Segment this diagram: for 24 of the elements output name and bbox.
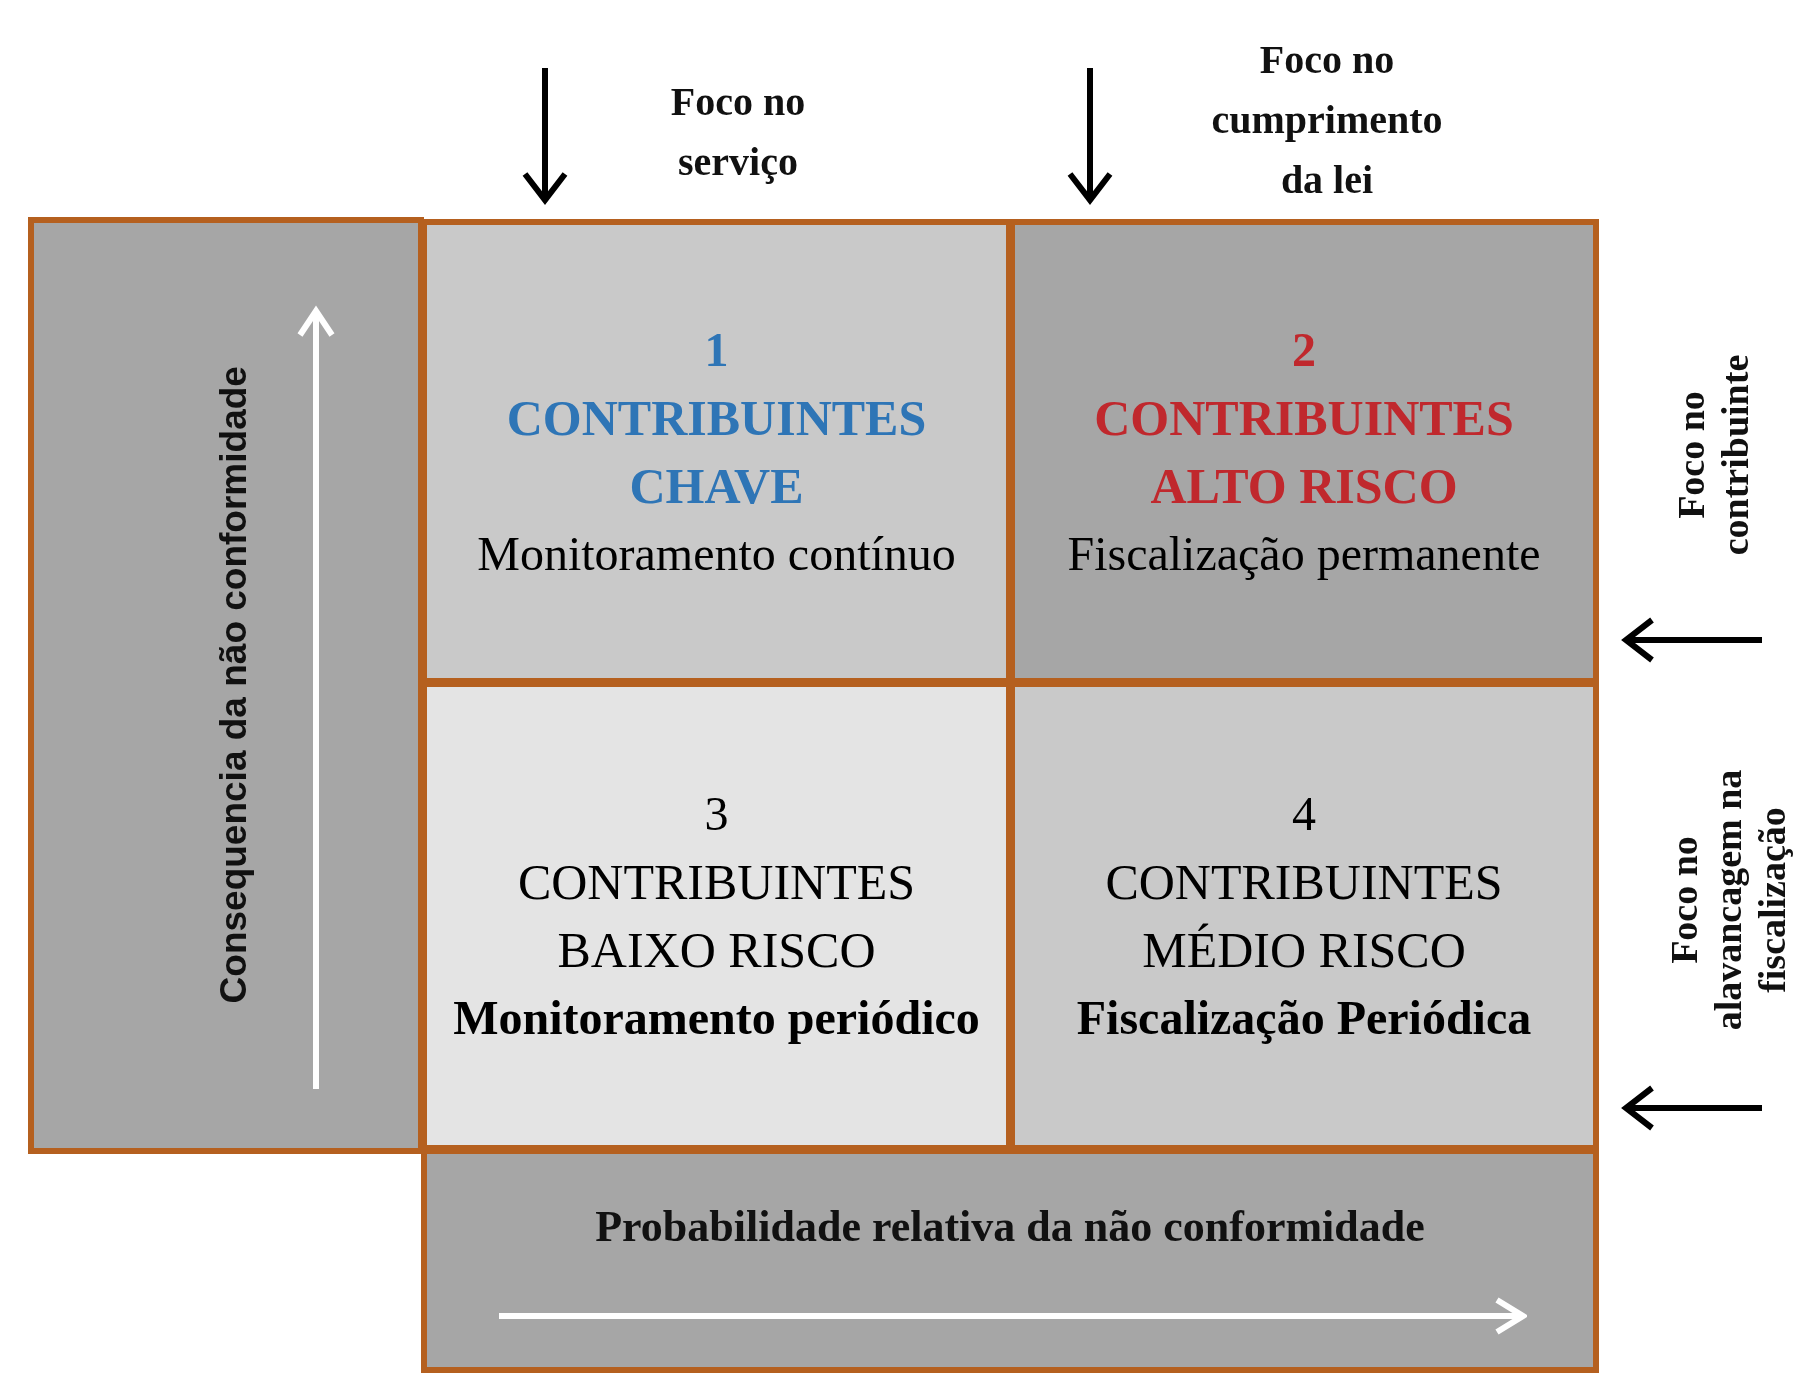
quadrant-title: CONTRIBUINTES CHAVE xyxy=(505,388,928,516)
axis-title: Consequencia da não conformidade xyxy=(212,366,256,1004)
focus-label: Foco no alavancagem na fiscalização xyxy=(1662,768,1794,1033)
quadrant-description: Fiscalização Periódica xyxy=(1076,990,1532,1046)
quadrant-number: 4 xyxy=(1292,786,1316,842)
focus-label: Foco no serviço xyxy=(669,78,807,186)
quadrant-description: Monitoramento contínuo xyxy=(477,525,956,582)
quadrant-title: CONTRIBUINTES MÉDIO RISCO xyxy=(1104,853,1504,980)
quadrant-title: CONTRIBUINTES ALTO RISCO xyxy=(1093,388,1515,516)
quadrant-number: 1 xyxy=(704,321,729,378)
quadrant-title: CONTRIBUINTES BAIXO RISCO xyxy=(516,853,917,980)
quadrant-description: Monitoramento periódico xyxy=(453,990,980,1046)
quadrant-description: Fiscalização permanente xyxy=(1067,525,1541,582)
quadrant-box xyxy=(421,681,1012,1151)
quadrant-box xyxy=(421,219,1012,684)
focus-label: Foco no cumprimento da lei xyxy=(1210,36,1444,204)
axis-panel xyxy=(28,217,424,1154)
quadrant-number: 2 xyxy=(1292,321,1316,378)
focus-label: Foco no contribuinte xyxy=(1669,353,1757,558)
quadrant-box xyxy=(1009,681,1599,1151)
axis-title: Probabilidade relativa da não conformidade xyxy=(595,1201,1425,1253)
quadrant-number: 3 xyxy=(704,786,729,842)
axis-panel xyxy=(421,1148,1599,1373)
quadrant-box xyxy=(1009,219,1599,684)
